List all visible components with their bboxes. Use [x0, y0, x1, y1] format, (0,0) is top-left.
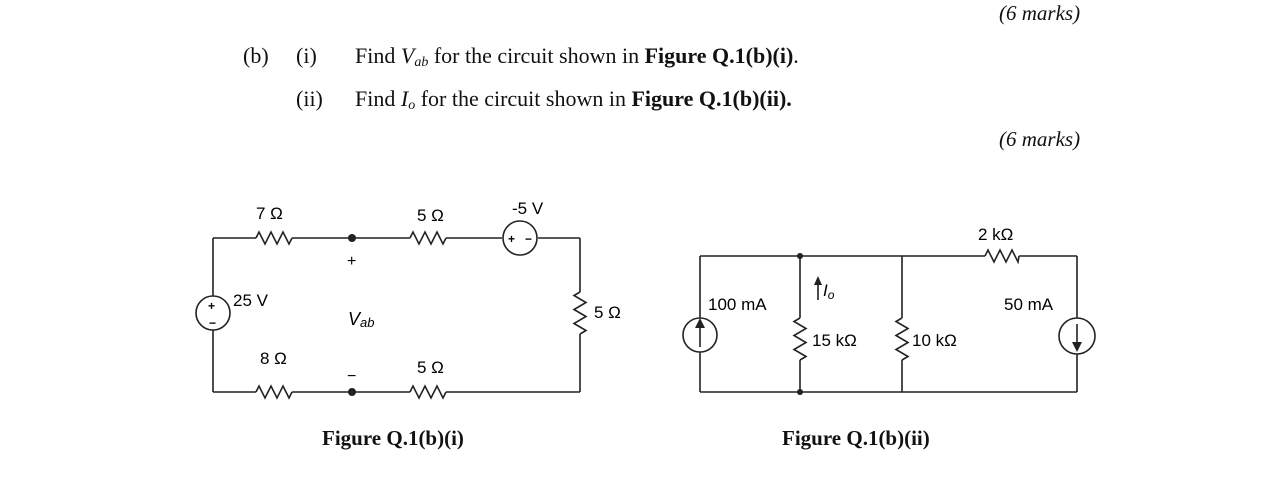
label-50ma: 50 mA [1004, 295, 1054, 314]
node-top [797, 253, 803, 259]
subpart-i-number: (i) [296, 43, 317, 68]
src25-minus: − [209, 316, 216, 330]
label-5ohm-right: 5 Ω [594, 303, 621, 322]
io-variable: Io [400, 86, 416, 113]
marks-top: (6 marks) [999, 1, 1081, 25]
subpart-ii-number: (ii) [296, 86, 323, 111]
current-source-50ma [1058, 317, 1096, 355]
figure1-wires [212, 237, 581, 393]
voltage-source-25v [195, 295, 231, 331]
label-25v: 25 V [233, 291, 269, 310]
vab-minus: − [347, 368, 356, 385]
label-15k: 15 kΩ [812, 331, 857, 350]
label-8ohm: 8 Ω [260, 349, 287, 368]
terminal-b [348, 388, 356, 396]
subpart-ii-text: Find Io for the circuit shown in Figure … [355, 86, 792, 113]
resistor-5ohm-top [409, 230, 447, 246]
figure2-wires [699, 255, 1078, 393]
src5-plus: + [508, 232, 515, 246]
subpart-i-text: Find Vab for the circuit shown in Figure… [355, 43, 799, 70]
node-bottom [797, 389, 803, 395]
resistor-8ohm [255, 384, 293, 400]
label-5ohm-bottom: 5 Ω [417, 358, 444, 377]
figure2-caption: Figure Q.1(b)(ii) [782, 426, 930, 450]
label-neg5v: -5 V [512, 199, 544, 218]
voltage-source-neg5v [502, 220, 538, 256]
label-5ohm-top: 5 Ω [417, 206, 444, 225]
label-10k: 10 kΩ [912, 331, 957, 350]
vab-variable: Vab [400, 43, 429, 70]
figure-ref-i: Figure Q.1(b)(i) [644, 43, 794, 68]
part-label: (b) [243, 43, 269, 68]
resistor-5ohm-right [572, 291, 588, 335]
src5-minus: − [525, 232, 532, 246]
vab-label: Vab [348, 309, 374, 330]
resistor-5ohm-bottom [409, 384, 447, 400]
label-2k: 2 kΩ [978, 225, 1013, 244]
figure-ref-ii: Figure Q.1(b)(ii). [631, 86, 792, 111]
terminal-a [348, 234, 356, 242]
vab-plus: + [347, 253, 356, 270]
src25-plus: + [208, 299, 215, 313]
io-label: Io [823, 281, 835, 302]
label-100ma: 100 mA [708, 295, 767, 314]
marks-mid: (6 marks) [999, 127, 1081, 151]
label-7ohm: 7 Ω [256, 204, 283, 223]
resistor-10k [894, 317, 910, 361]
resistor-2k [984, 248, 1020, 265]
figure1-caption: Figure Q.1(b)(i) [322, 426, 464, 450]
resistor-7ohm [255, 230, 293, 246]
resistor-15k [792, 317, 808, 361]
